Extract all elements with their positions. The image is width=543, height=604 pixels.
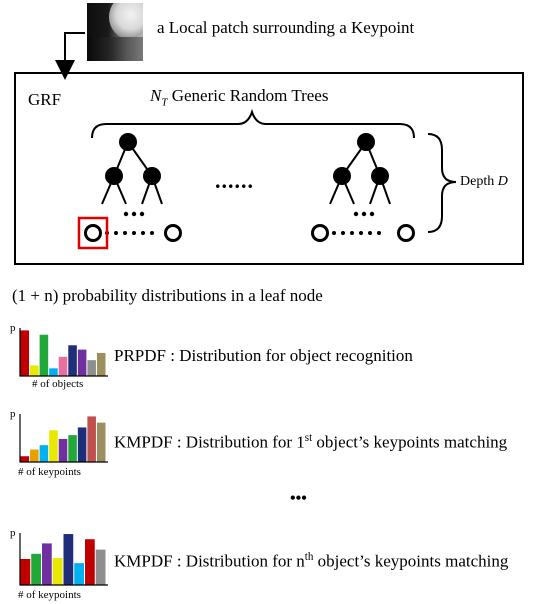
histogram-bar — [68, 345, 77, 376]
histogram-bar — [49, 430, 58, 462]
trees-brace — [91, 108, 415, 139]
histogram-bar — [30, 449, 39, 462]
histogram-bar — [87, 360, 96, 376]
tree-diagram — [77, 108, 457, 250]
distribution-text: KMPDF : Distribution for nth object’s ke… — [114, 551, 509, 571]
x-axis-label: # of keypoints — [18, 466, 81, 478]
histogram-bar — [20, 330, 30, 376]
x-axis-label: # of keypoints — [18, 589, 81, 601]
histogram-bar — [20, 559, 31, 585]
histogram-bar — [52, 557, 63, 585]
trees-ellipsis: ...... — [215, 168, 254, 193]
histogram-bar — [63, 534, 74, 585]
depth-label: Depth D — [460, 174, 508, 189]
histogram-bar — [58, 356, 68, 376]
vertical-ellipsis: ••• — [290, 490, 307, 507]
histogram-chart — [19, 414, 108, 463]
tree-left — [77, 133, 182, 250]
p-axis-label: p — [10, 527, 16, 539]
histogram-bar — [77, 349, 87, 376]
histogram-bar — [58, 438, 68, 462]
histogram-bar — [42, 543, 52, 585]
histogram-axes — [19, 328, 108, 377]
p-axis-label: p — [10, 408, 16, 420]
histogram-bar — [31, 553, 41, 585]
grf-label: GRF — [28, 90, 62, 109]
depth-brace — [427, 133, 457, 233]
histogram-bar — [74, 563, 84, 585]
histogram-axes — [19, 533, 108, 586]
histogram-bar — [39, 334, 49, 376]
selected-leaf-highlight — [77, 216, 109, 250]
histogram-axes — [19, 414, 108, 463]
tree-right — [311, 133, 415, 242]
histogram-bar — [77, 427, 87, 462]
trees-label: NT Generic Random Trees — [150, 86, 329, 109]
patch-label: a Local patch surrounding a Keypoint — [157, 18, 415, 37]
histogram-bar — [39, 445, 49, 462]
histogram-bar — [68, 435, 77, 462]
histogram-chart — [19, 533, 108, 586]
histogram-bar — [85, 539, 95, 585]
histogram-bar — [96, 352, 106, 376]
local-patch-image — [87, 3, 143, 61]
p-axis-label: p — [10, 322, 16, 334]
histogram-bar — [30, 365, 39, 376]
distribution-text: KMPDF : Distribution for 1st object’s ke… — [114, 432, 508, 452]
histogram-bar — [96, 422, 106, 462]
histogram-bar — [49, 368, 58, 376]
x-axis-label: # of objects — [32, 378, 84, 390]
histogram-bar — [95, 549, 106, 585]
histogram-bar — [87, 416, 96, 462]
histogram-bar — [20, 456, 30, 462]
histogram-chart — [19, 328, 108, 377]
grf-box — [14, 72, 524, 265]
distribution-text: PRPDF : Distribution for object recognit… — [114, 346, 413, 365]
patch-arrow — [55, 32, 85, 80]
leaf-heading: (1 + n) probability distributions in a l… — [12, 286, 323, 305]
